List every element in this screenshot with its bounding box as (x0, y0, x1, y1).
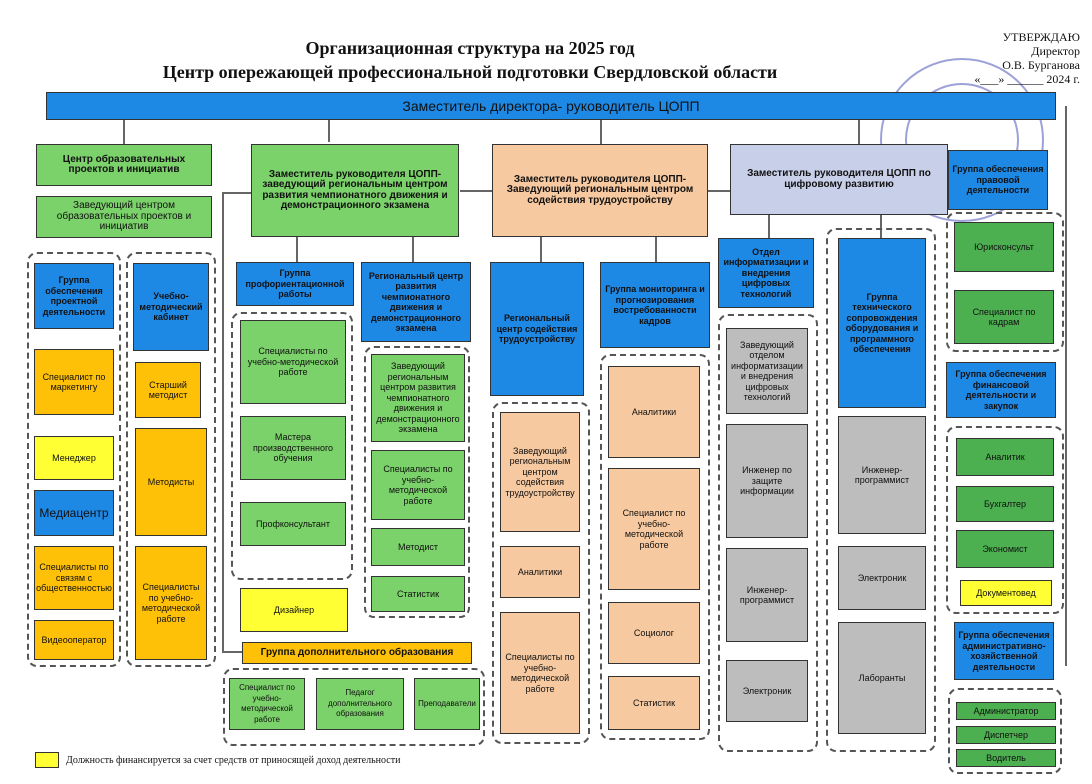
prof-consultant: Профконсультант (240, 502, 346, 546)
finance-analyst: Аналитик (956, 438, 1054, 476)
approval-line1: УТВЕРЖДАЮ (1002, 30, 1080, 44)
dop-teacher: Педагог дополнительного образования (316, 678, 404, 730)
connector (222, 192, 252, 194)
media-center: Медиацентр (34, 490, 114, 536)
legend-swatch (35, 752, 59, 768)
regional-employment-center-title: Региональный центр содействия трудоустро… (490, 262, 584, 396)
connector (123, 120, 125, 144)
legal-frame (946, 212, 1064, 352)
dept-electronics-engineer: Электроник (726, 660, 808, 722)
tech-electronics-engineer: Электроник (838, 546, 926, 610)
deputy-employment-header: Заместитель руководителя ЦОПП- Заведующи… (492, 144, 708, 237)
video-operator: Видеооператор (34, 620, 114, 660)
sociologist: Социолог (608, 602, 700, 664)
connector (880, 215, 882, 238)
approval-line2: Директор (1031, 44, 1080, 58)
hr-specialist: Специалист по кадрам (954, 290, 1054, 344)
tech-support-frame (826, 228, 936, 752)
tech-support-group-title: Группа технического сопровождения оборуд… (838, 238, 926, 408)
deputy-championship-header: Заместитель руководителя ЦОПП- заведующи… (251, 144, 459, 237)
manager: Менеджер (34, 436, 114, 480)
project-group-frame (27, 252, 121, 667)
regional-employment-frame (492, 402, 590, 744)
connector (540, 237, 542, 263)
informatization-frame (718, 314, 818, 752)
document-specialist: Документовед (960, 580, 1052, 606)
informatization-dept-title: Отдел информатизации и внедрения цифровы… (718, 238, 814, 308)
designer: Дизайнер (240, 588, 348, 632)
championship-methodical-specialists: Специалисты по учебно-методической работ… (371, 450, 465, 520)
championship-methodist: Методист (371, 528, 465, 566)
connector (222, 192, 224, 652)
connector (296, 237, 298, 263)
project-group-title: Группа обеспечения проектной деятельност… (34, 263, 114, 329)
admin-frame (948, 688, 1062, 774)
page-title: Организационная структура на 2025 год (305, 38, 635, 58)
legal-group-title: Группа обеспечения правовой деятельности (948, 150, 1048, 210)
prof-orientation-frame (231, 312, 353, 580)
methodists: Методисты (135, 428, 207, 536)
regional-championship-frame (364, 346, 470, 618)
center-projects-header: Центр образовательных проектов и инициат… (36, 144, 212, 186)
employment-methodical-specialists: Специалисты по учебно-методической работ… (500, 612, 580, 734)
monitoring-frame (600, 354, 710, 740)
connector (460, 190, 492, 192)
additional-education-frame (223, 668, 485, 746)
senior-methodist: Старший методист (135, 362, 201, 418)
monitoring-analysts: Аналитики (608, 366, 700, 458)
employment-analysts: Аналитики (500, 546, 580, 598)
production-masters: Мастера производственного обучения (240, 416, 346, 480)
deputy-digital-header: Заместитель руководителя ЦОПП по цифрово… (730, 144, 948, 215)
dop-lecturers: Преподаватели (414, 678, 480, 730)
employment-center-head: Заведующий региональным центром содейств… (500, 412, 580, 532)
tech-software-engineer: Инженер-программист (838, 416, 926, 534)
finance-group-title: Группа обеспечения финансовой деятельнос… (946, 362, 1056, 418)
center-projects-head: Заведующий центром образовательных проек… (36, 196, 212, 238)
approval-line3: О.В. Бурганова (1002, 58, 1080, 72)
approval-line4: «___» ______ 2024 г. (974, 72, 1080, 86)
admin-group-title: Группа обеспечения административно-хозяй… (954, 622, 1054, 680)
connector (858, 120, 860, 144)
connector (328, 120, 330, 142)
info-security-engineer: Инженер по защите информации (726, 424, 808, 538)
economist: Экономист (956, 530, 1054, 568)
additional-education-group-title: Группа дополнительного образования (242, 642, 472, 664)
regional-championship-head: Заведующий региональным центром развития… (371, 354, 465, 442)
deputy-director-bar: Заместитель директора- руководитель ЦОПП (46, 92, 1056, 120)
accountant: Бухгалтер (956, 486, 1054, 522)
connector (412, 237, 414, 263)
connector (708, 190, 730, 192)
pr-specialists: Специалисты по связям с общественностью (34, 546, 114, 610)
page-subtitle: Центр опережающей профессиональной подго… (162, 62, 778, 82)
dop-methodical-specialist: Специалист по учебно-методической работе (229, 678, 305, 730)
connector (1065, 106, 1067, 666)
official-stamp (880, 58, 1044, 222)
prof-methodical-specialists: Специалисты по учебно-методической работ… (240, 320, 346, 404)
monitoring-statistician: Статистик (608, 676, 700, 730)
championship-statistician: Статистик (371, 576, 465, 612)
col1-methodical-specialists: Специалисты по учебно-методической работ… (135, 546, 207, 660)
legal-counsel: Юрисконсульт (954, 222, 1054, 272)
informatization-head: Заведующий отделом информатизации и внед… (726, 328, 808, 414)
finance-frame (946, 426, 1064, 614)
connector (222, 651, 242, 653)
monitoring-group-title: Группа мониторинга и прогнозирования вос… (600, 262, 710, 348)
dept-software-engineer: Инженер-программист (726, 548, 808, 642)
prof-orientation-group-title: Группа профориентационной работы (236, 262, 354, 306)
lab-assistants: Лаборанты (838, 622, 926, 734)
connector (768, 215, 770, 238)
methodical-cabinet-title: Учебно-методический кабинет (133, 263, 209, 351)
monitoring-methodical-specialist: Специалист по учебно-методической работе (608, 468, 700, 590)
driver: Водитель (956, 749, 1056, 767)
marketing-specialist: Специалист по маркетингу (34, 349, 114, 415)
connector (655, 237, 657, 263)
regional-championship-center-title: Региональный центр развития чемпионатног… (361, 262, 471, 342)
administrator: Администратор (956, 702, 1056, 720)
cabinet-frame (126, 252, 216, 667)
connector (600, 120, 602, 144)
legend-text: Должность финансируется за счет средств … (66, 755, 401, 766)
approval-block: УТВЕРЖДАЮ Директор О.В. Бурганова «___» … (880, 30, 1080, 86)
dispatcher: Диспетчер (956, 726, 1056, 744)
